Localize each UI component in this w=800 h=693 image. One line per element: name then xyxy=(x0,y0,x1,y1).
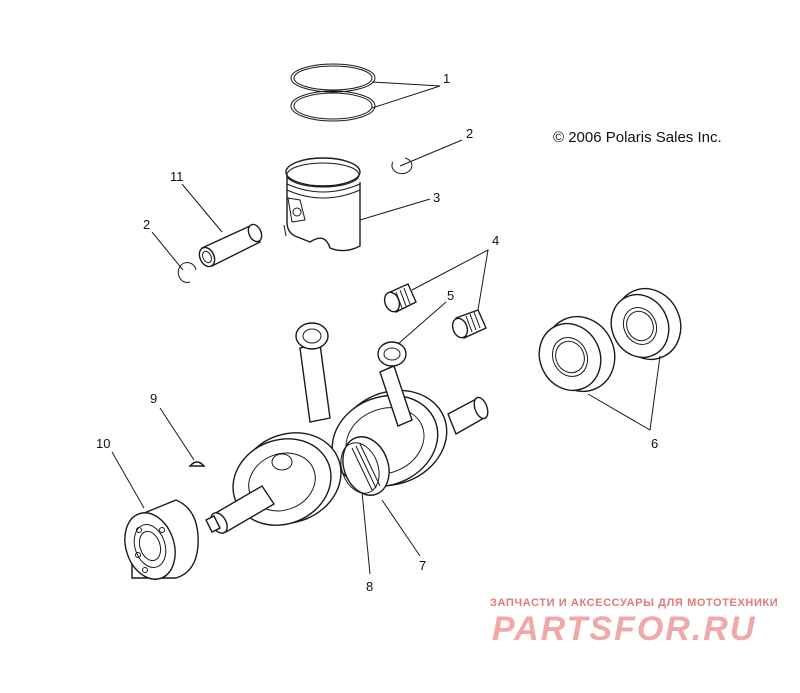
callout-7: 7 xyxy=(419,558,426,573)
leader-3 xyxy=(359,198,431,221)
leader-9 xyxy=(159,407,195,461)
leader-10 xyxy=(111,451,145,509)
seal-right xyxy=(610,287,682,361)
leader-8 xyxy=(361,491,371,575)
callout-6: 6 xyxy=(651,436,658,451)
callout-1: 1 xyxy=(443,71,450,86)
seal-left xyxy=(538,315,616,393)
circlip-left xyxy=(177,261,197,283)
crankshaft-assembly xyxy=(205,322,489,534)
needle-bearing-b xyxy=(451,309,487,339)
callout-11: 11 xyxy=(170,169,184,184)
leader-7 xyxy=(381,499,421,557)
callout-2-left: 2 xyxy=(143,217,150,232)
piston xyxy=(283,157,361,252)
callout-3: 3 xyxy=(433,190,440,205)
leader-6 xyxy=(587,355,661,431)
callout-10: 10 xyxy=(96,436,110,451)
leader-5 xyxy=(397,301,447,345)
callout-4: 4 xyxy=(492,233,499,248)
callout-2-right: 2 xyxy=(466,126,473,141)
wrist-pin xyxy=(198,223,263,268)
leader-2a xyxy=(399,139,463,167)
watermark-logo: PARTSFOR.RU xyxy=(492,610,756,648)
callout-5: 5 xyxy=(447,288,454,303)
circlip-right xyxy=(391,157,413,175)
main-bearing xyxy=(124,499,199,580)
leader-1 xyxy=(371,81,441,109)
watermark-tagline: ЗАПЧАСТИ И АКСЕССУАРЫ ДЛЯ МОТОТЕХНИКИ xyxy=(490,597,778,609)
piston-rings xyxy=(290,63,376,122)
needle-bearing-a xyxy=(383,283,417,313)
callout-9: 9 xyxy=(150,391,157,406)
leader-11 xyxy=(181,183,223,233)
woodruff-key xyxy=(188,461,206,467)
leader-2b xyxy=(151,231,184,271)
copyright-text: © 2006 Polaris Sales Inc. xyxy=(553,129,722,146)
leader-4 xyxy=(411,249,489,311)
callout-8: 8 xyxy=(366,579,373,594)
